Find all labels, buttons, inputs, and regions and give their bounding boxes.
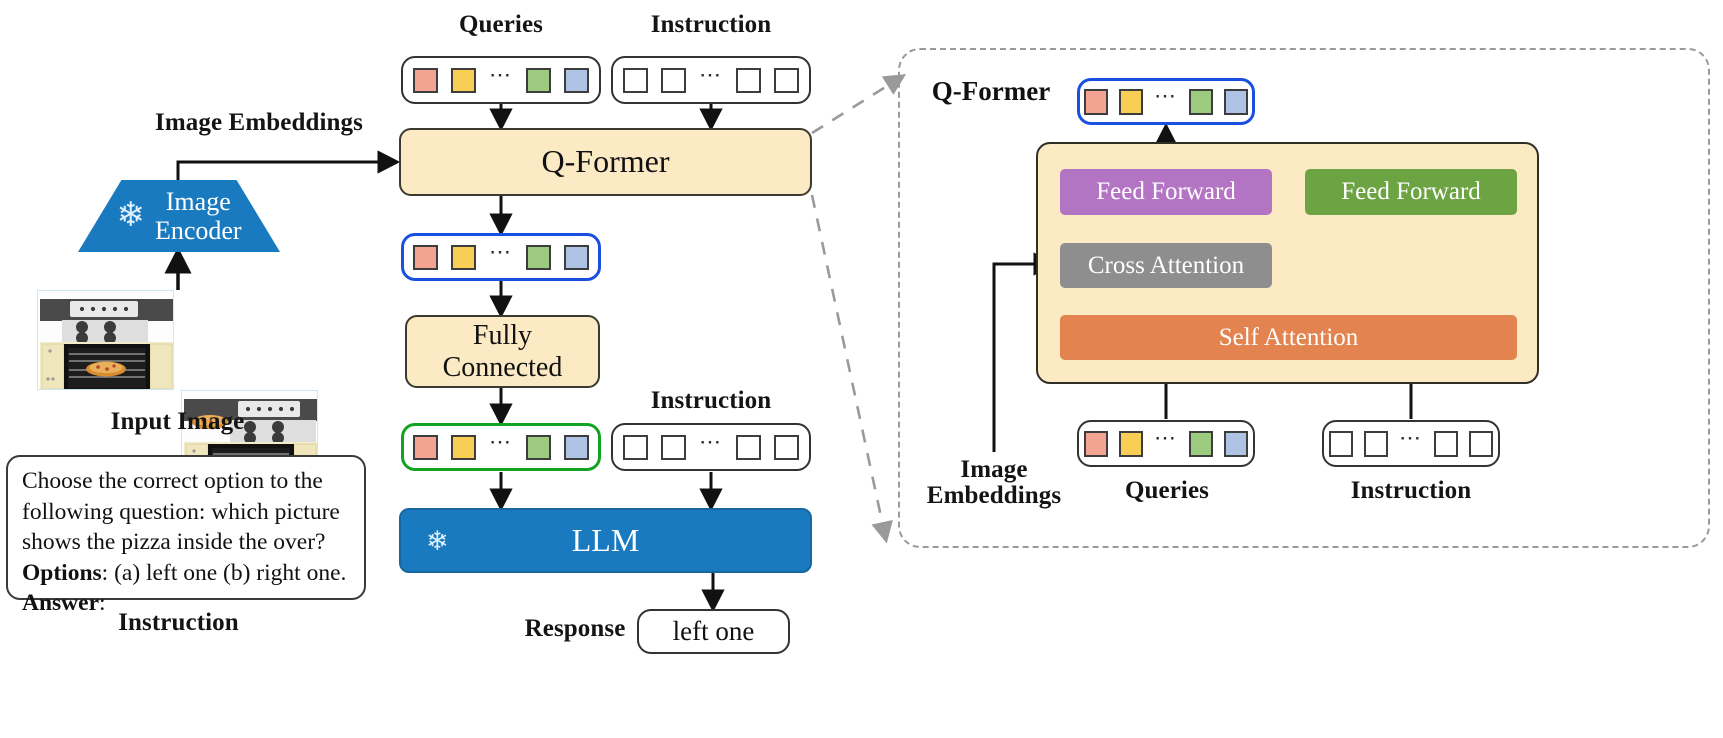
projected-token-strip[interactable]: ⋯ <box>401 423 601 471</box>
instruction-token-3 <box>736 67 761 93</box>
query-token-3 <box>1189 430 1213 457</box>
instruction-token-2 <box>661 434 686 460</box>
instruction-token-1 <box>623 434 648 460</box>
input-thumbnail-left[interactable] <box>37 290 174 390</box>
self-attention-block[interactable]: Self Attention <box>1060 315 1517 360</box>
qformer-output-token-strip[interactable]: ⋯ <box>401 233 601 281</box>
queries-label-detail: Queries <box>1124 477 1209 504</box>
fully-connected-label: Fully Connected <box>442 320 563 383</box>
query-token-3 <box>1189 88 1213 115</box>
ellipsis-icon: ⋯ <box>1154 425 1178 451</box>
ellipsis-icon: ⋯ <box>489 61 513 87</box>
ellipsis-icon: ⋯ <box>489 238 513 264</box>
answer-value: : <box>99 590 106 617</box>
image-embeddings-label: Image Embeddings <box>155 109 363 136</box>
query-token-2 <box>1119 430 1143 457</box>
query-token-1 <box>1084 430 1108 457</box>
instruction-token-4 <box>774 434 799 460</box>
ellipsis-icon: ⋯ <box>489 428 513 454</box>
queries-token-strip-detail[interactable]: ⋯ <box>1077 420 1255 467</box>
query-token-2 <box>451 67 476 93</box>
instruction-token-1 <box>623 67 648 93</box>
query-token-2 <box>451 244 476 270</box>
query-token-1 <box>413 434 438 460</box>
query-token-1 <box>413 244 438 270</box>
query-token-4 <box>564 434 589 460</box>
instruction-line-3: shows the pizza inside the over? <box>22 529 326 556</box>
ellipsis-icon: ⋯ <box>1154 83 1178 109</box>
qformer-detail-output-strip[interactable]: ⋯ <box>1077 78 1255 125</box>
instruction-answer-line: Answer: <box>22 588 350 619</box>
query-token-4 <box>1224 88 1248 115</box>
instruction-token-3 <box>736 434 761 460</box>
instruction-line-2: following question: which picture <box>22 498 340 525</box>
ellipsis-icon: ⋯ <box>1399 425 1423 451</box>
query-token-3 <box>526 434 551 460</box>
snowflake-icon: ❄ <box>116 197 145 234</box>
query-token-4 <box>1224 430 1248 457</box>
ellipsis-icon: ⋯ <box>699 61 723 87</box>
instruction-line-1: Choose the correct option to the <box>22 468 323 494</box>
fully-connected-block[interactable]: Fully Connected <box>405 315 600 388</box>
llm-label: LLM <box>571 521 640 558</box>
qformer-detail-panel <box>898 48 1710 548</box>
instruction-label-detail: Instruction <box>1350 477 1472 504</box>
query-token-2 <box>451 434 476 460</box>
queries-label-center: Queries <box>458 11 543 38</box>
query-token-3 <box>526 67 551 93</box>
options-key: Options <box>22 559 102 586</box>
input-image-label: Input Image <box>110 408 245 435</box>
image-encoder-label: Image Encoder <box>154 186 242 245</box>
response-box[interactable]: left one <box>637 609 790 654</box>
query-token-1 <box>413 67 438 93</box>
snowflake-icon: ❄ <box>426 526 449 556</box>
query-token-4 <box>564 244 589 270</box>
query-token-3 <box>526 244 551 270</box>
answer-key: Answer <box>22 590 100 617</box>
llm-block[interactable]: ❄ LLM <box>399 508 812 573</box>
query-token-4 <box>564 67 589 93</box>
query-token-1 <box>1084 88 1108 115</box>
instruction-text-box[interactable]: Choose the correct option to the followi… <box>6 455 366 616</box>
instruction-options-line: Options: (a) left one (b) right one. <box>22 558 350 589</box>
instruction-token-1 <box>1329 430 1353 457</box>
instruction-token-2 <box>661 67 686 93</box>
instruction-caption-left: Instruction <box>118 609 239 636</box>
feed-forward-text-block[interactable]: Feed Forward <box>1305 169 1517 215</box>
image-embeddings-label-detail: Image Embeddings <box>926 456 1062 510</box>
instruction-token-strip-detail[interactable]: ⋯ <box>1322 420 1500 467</box>
query-token-2 <box>1119 88 1143 115</box>
instruction-token-3 <box>1434 430 1458 457</box>
instruction-token-strip-top[interactable]: ⋯ <box>611 56 811 104</box>
instruction-label-center-top: Instruction <box>650 11 772 38</box>
instruction-token-4 <box>774 67 799 93</box>
instruction-label-center-mid: Instruction <box>650 387 772 414</box>
qformer-block-center[interactable]: Q-Former <box>399 128 812 196</box>
qformer-detail-title: Q-Former <box>931 76 1051 106</box>
response-label: Response <box>524 615 626 642</box>
cross-attention-block[interactable]: Cross Attention <box>1060 243 1272 288</box>
feed-forward-query-block[interactable]: Feed Forward <box>1060 169 1272 215</box>
queries-token-strip-top[interactable]: ⋯ <box>401 56 601 104</box>
instruction-token-strip-mid[interactable]: ⋯ <box>611 423 811 471</box>
instruction-token-2 <box>1364 430 1388 457</box>
options-value: : (a) left one (b) right one. <box>101 559 347 586</box>
ellipsis-icon: ⋯ <box>699 428 723 454</box>
instruction-token-4 <box>1469 430 1493 457</box>
